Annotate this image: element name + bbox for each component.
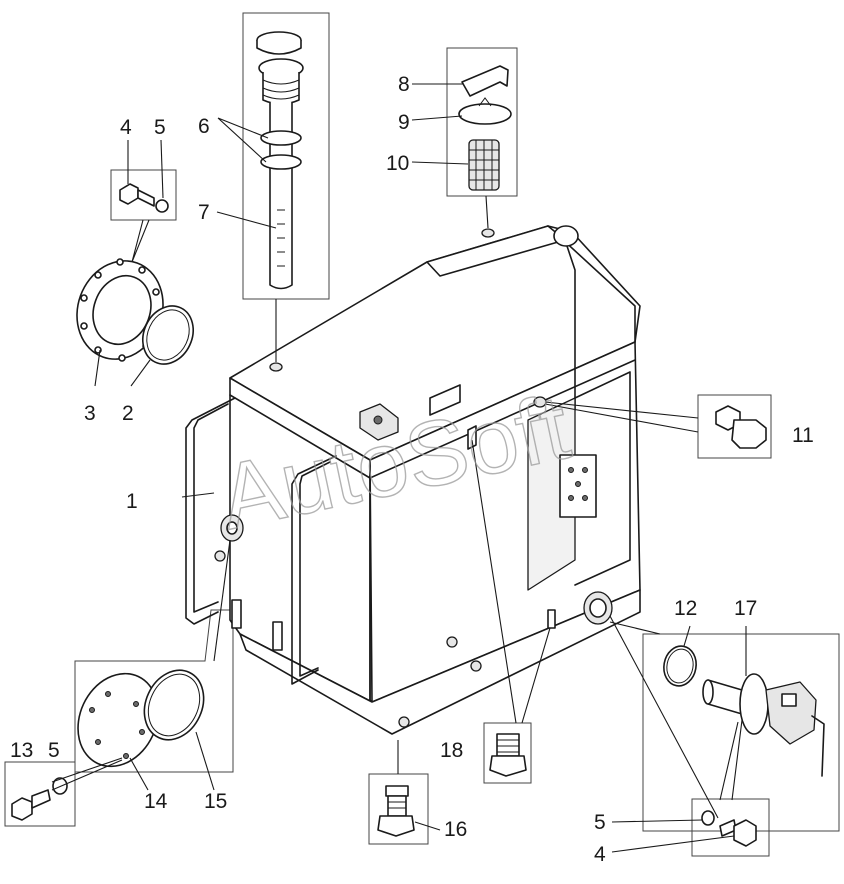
bolt-washer-detail-box-left (4, 761, 76, 827)
callout-9: 9 (398, 111, 410, 134)
drain-plug-top (715, 405, 767, 449)
leader-lines (51, 83, 747, 853)
lifting-eye (553, 225, 579, 247)
fuel-tap (702, 673, 825, 777)
handrail (185, 397, 337, 685)
callout-13: 13 (10, 739, 33, 762)
callout-18: 18 (440, 739, 463, 762)
tap-o-ring (663, 645, 697, 687)
callout-7: 7 (198, 201, 210, 224)
callout-5-right: 5 (594, 811, 606, 834)
callout-16: 16 (444, 818, 467, 841)
o-ring-flange (142, 305, 194, 365)
bolt-washer-detail-box-top (110, 169, 177, 221)
callout-8: 8 (398, 73, 410, 96)
drain-valve (377, 785, 415, 837)
side-cover (77, 672, 159, 768)
strainer-detail-box (446, 47, 518, 197)
callout-5-left: 5 (48, 739, 60, 762)
strainer-cap (458, 103, 512, 125)
callout-2: 2 (122, 402, 134, 425)
callout-4-top: 4 (120, 116, 132, 139)
drain-plug-detail-box (697, 394, 772, 459)
plug-bottom (489, 733, 527, 777)
callout-5-top: 5 (154, 116, 166, 139)
filler-boss (269, 362, 283, 372)
callout-14: 14 (144, 790, 168, 813)
callout-3: 3 (84, 402, 96, 425)
callout-10: 10 (386, 152, 409, 175)
strainer-boss (481, 228, 495, 238)
fuel-tank (214, 225, 641, 735)
flange-gasket (76, 258, 164, 362)
bolt-washer-left (11, 777, 68, 821)
filler-seal-lower (260, 154, 302, 170)
callout-6: 6 (198, 115, 210, 138)
callout-4-right: 4 (594, 843, 606, 866)
strainer-assembly (458, 65, 512, 191)
bolt-washer-right (701, 810, 757, 847)
filler-seal-upper (260, 130, 302, 146)
callout-11: 11 (792, 424, 814, 447)
side-cover-gasket (143, 669, 205, 741)
strainer-clip (461, 65, 509, 97)
bolt-washer-top (119, 183, 169, 213)
callout-labels: 1 2 3 4 5 6 7 8 9 10 11 12 13 5 14 15 16… (10, 73, 814, 866)
bolt-washer-detail-box-right (691, 798, 770, 857)
plug-detail-box-bottom (483, 722, 532, 784)
tank-bottom (239, 589, 641, 735)
callout-15: 15 (204, 790, 227, 813)
callout-12: 12 (674, 597, 697, 620)
callout-1: 1 (126, 490, 138, 513)
filler-neck-assembly (256, 31, 304, 290)
callout-17: 17 (734, 597, 757, 620)
filler-neck-detail-box (242, 12, 330, 300)
front-panel-recess (527, 397, 576, 591)
